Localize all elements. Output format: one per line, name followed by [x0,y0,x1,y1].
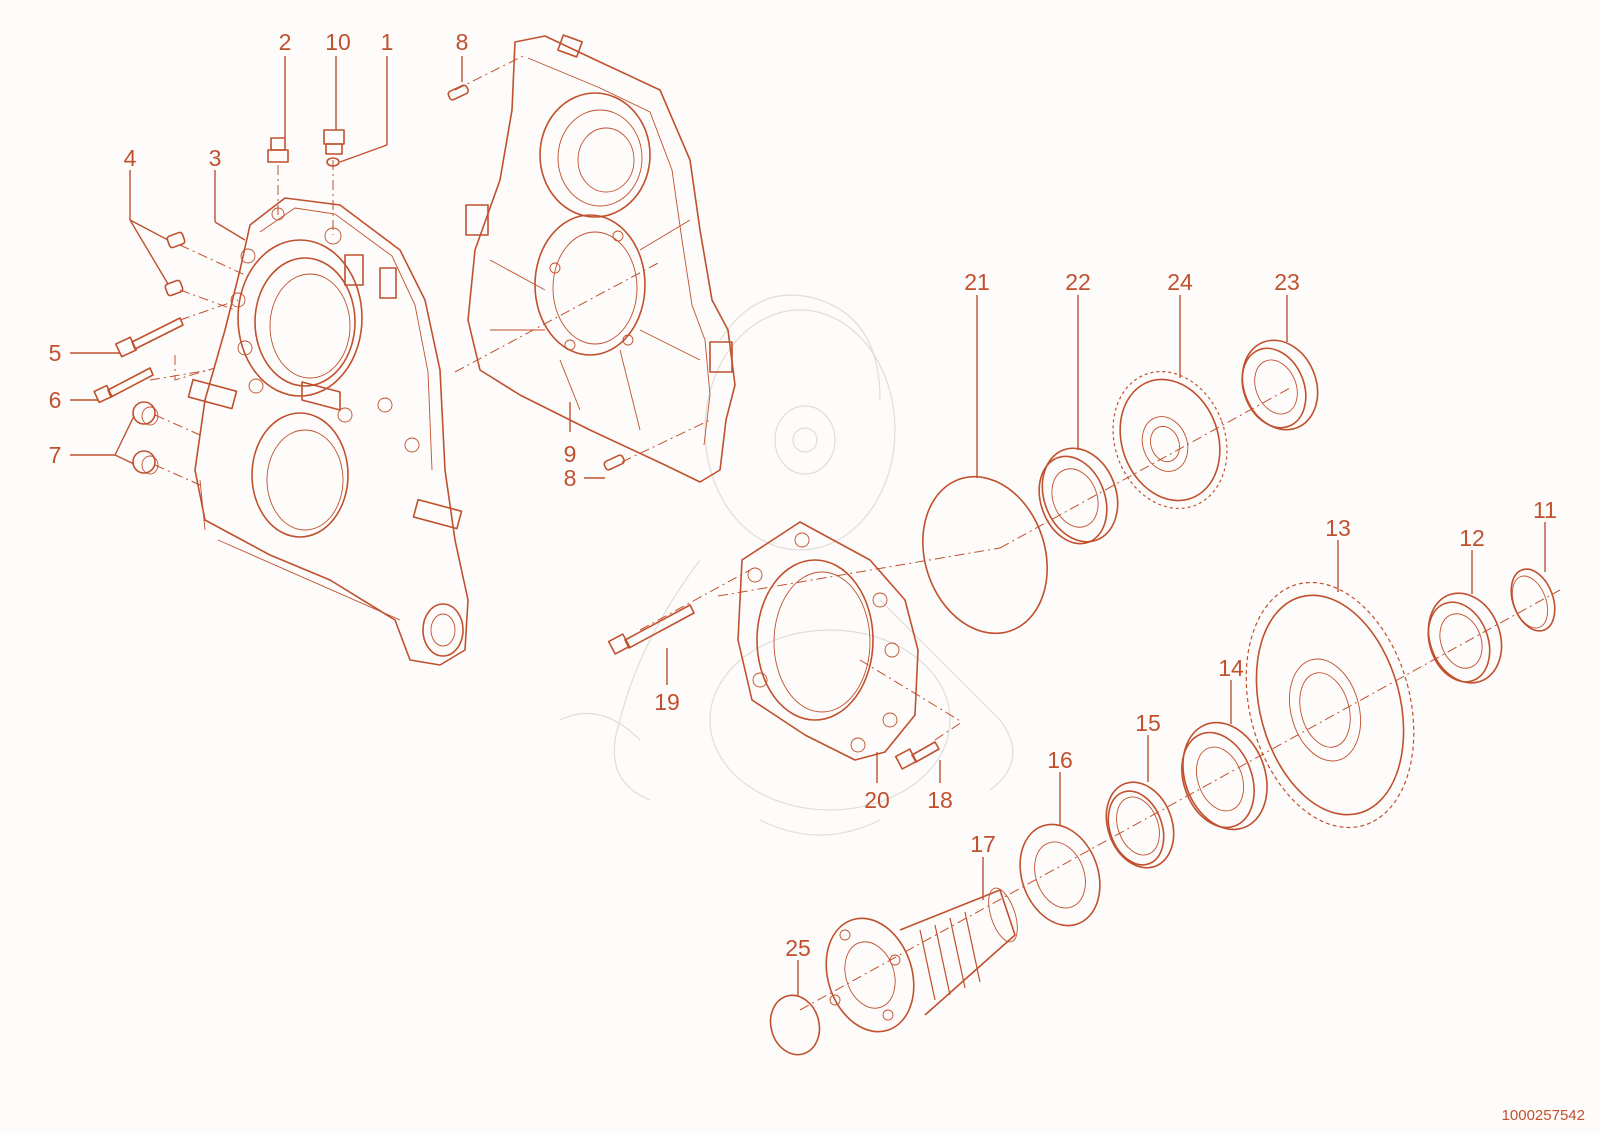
callout-13: 13 [1325,515,1351,541]
part-bolt-18 [894,741,940,770]
callout-15: 15 [1135,710,1161,736]
part-bearing-23 [1241,339,1319,431]
callout-4: 4 [124,145,137,171]
callout-11: 11 [1533,497,1557,523]
callout-3: 3 [209,145,222,171]
callout-2: 2 [279,29,292,55]
callout-22: 22 [1065,269,1091,295]
part-bearing-carrier [737,521,919,761]
callout-1: 1 [381,29,394,55]
watermark-mascot [559,294,1014,836]
part-snapring-11 [1510,568,1556,632]
part-bolt-6 [93,367,154,404]
callout-24: 24 [1167,269,1193,295]
part-housing-front [187,197,469,666]
callout-23: 23 [1274,269,1300,295]
callout-25: 25 [785,935,811,961]
part-bolt-19 [607,604,695,655]
part-bearing-22 [1038,447,1119,545]
leader-lines [70,56,1546,996]
part-bolt-5 [114,317,184,358]
part-washer-16 [1019,823,1101,927]
part-plug-2 [267,137,289,163]
callout-8-bottom: 8 [564,465,577,491]
part-plugs-7 [132,401,159,475]
part-seal-15 [1105,781,1175,869]
callout-8-top: 8 [456,29,469,55]
part-dowel-4 [164,231,186,297]
callout-18: 18 [927,787,953,813]
part-dowel-8 [447,84,625,471]
part-plug-10 [323,129,345,155]
callout-12: 12 [1459,525,1485,551]
document-number: 1000257542 [1502,1107,1585,1124]
part-oring-21 [922,475,1048,635]
callout-20: 20 [864,787,890,813]
part-cap-25 [769,994,821,1056]
callout-21: 21 [964,269,990,295]
part-gasket-plate [465,34,736,483]
callout-10: 10 [325,29,351,55]
callout-9: 9 [564,441,577,467]
callout-14: 14 [1218,655,1244,681]
callout-5: 5 [49,340,62,366]
callout-16: 16 [1047,747,1073,773]
part-flange-shaft-17 [825,887,1018,1033]
callout-19: 19 [654,689,680,715]
callout-6: 6 [49,387,62,413]
part-bearing-14 [1181,721,1268,831]
part-bearing-12 [1427,592,1503,684]
part-gear-24 [1112,370,1228,510]
callout-17: 17 [970,831,996,857]
part-gear-13 [1245,581,1415,829]
part-oring-1 [326,157,340,167]
callout-labels: 1 2 3 4 5 6 7 8 8 9 10 11 12 13 14 15 16… [49,29,1557,961]
callout-7: 7 [49,442,62,468]
